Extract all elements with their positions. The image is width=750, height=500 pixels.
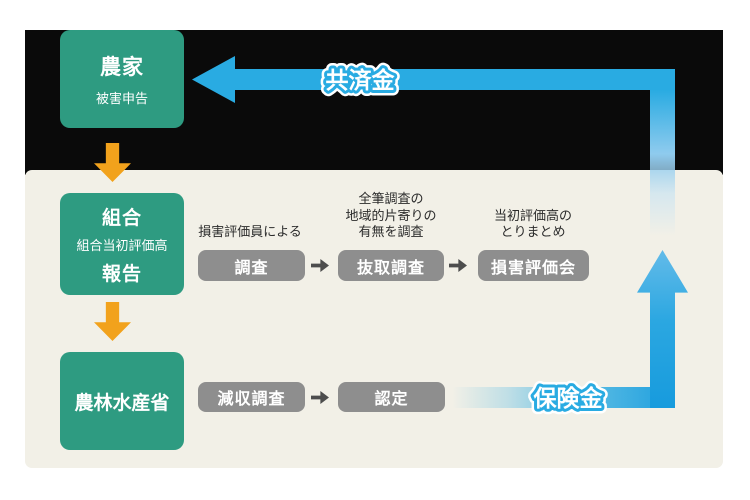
step-yield-reduction-survey-box: 減収調査 <box>198 382 305 412</box>
step-damage-evaluation-meeting-box: 損害評価会 <box>478 250 589 281</box>
step-note: 損害評価員による <box>198 225 302 241</box>
kyosaikin-arrow-fade <box>650 90 675 242</box>
hokenkin-arrow-shaft <box>452 387 675 408</box>
step-certification-box: 認定 <box>338 382 445 412</box>
farmer-title: 農家 <box>100 55 144 79</box>
association-report-label: 報告 <box>101 262 142 285</box>
association-title: 組合 <box>101 206 142 229</box>
step-note: 全筆調査の 地域的片寄りの 有無を調査 <box>345 192 437 241</box>
kyosaikin-arrow-shaft <box>233 69 675 90</box>
farmer-box: 農家 被害申告 <box>60 30 184 128</box>
ministry-box: 農林水産省 <box>60 352 184 450</box>
farmer-subtitle: 被害申告 <box>95 92 148 107</box>
association-subtitle: 組合当初評価高 <box>76 238 168 254</box>
step-sampling-survey-box: 抜取調査 <box>338 250 444 281</box>
association-box: 組合 組合当初評価高 報告 <box>60 193 184 295</box>
ministry-title: 農林水産省 <box>74 391 170 414</box>
step-survey-box: 調査 <box>198 250 305 281</box>
step-note: 当初評価高の とりまとめ <box>493 208 572 241</box>
